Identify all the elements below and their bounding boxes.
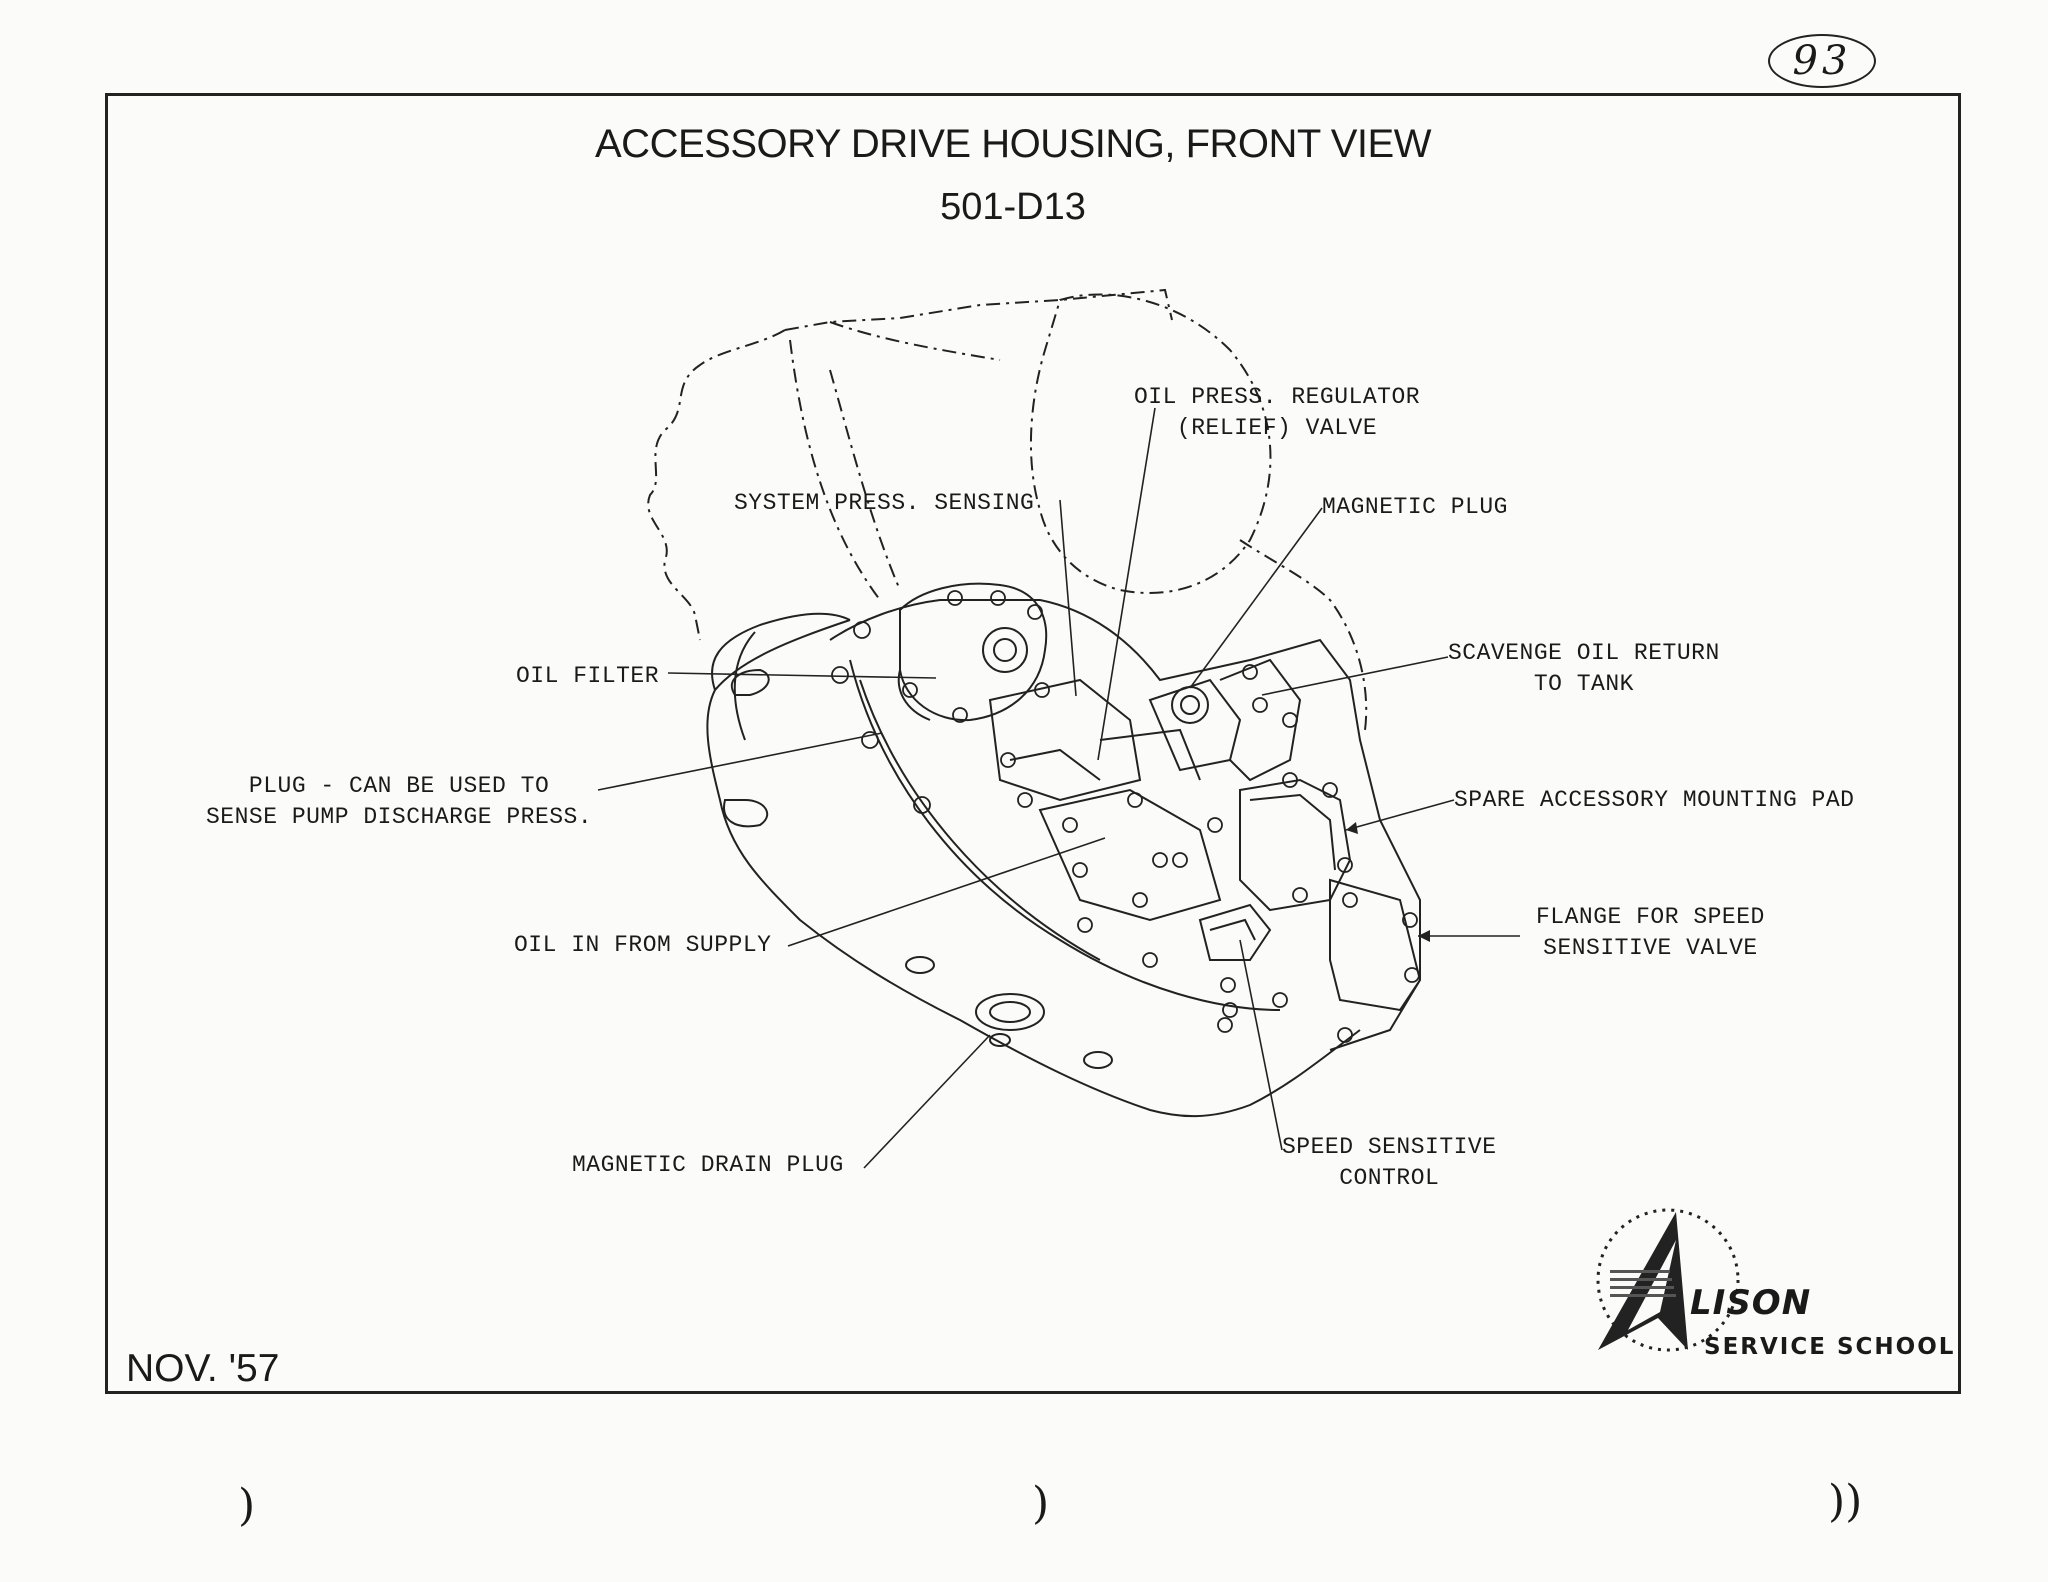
allison-logo-emblem xyxy=(1596,1208,1740,1352)
callout-system-press-sensing: SYSTEM PRESS. SENSING xyxy=(734,490,1035,516)
page-title: ACCESSORY DRIVE HOUSING, FRONT VIEW xyxy=(595,122,1431,166)
callout-magnetic-plug: MAGNETIC PLUG xyxy=(1322,494,1508,520)
callout-oil-filter: OIL FILTER xyxy=(516,663,660,689)
callout-line: FLANGE FOR SPEED xyxy=(1536,904,1765,930)
binder-mark: ) xyxy=(1032,1478,1050,1529)
binder-mark: ) xyxy=(238,1480,256,1531)
issue-date: NOV. '57 xyxy=(126,1347,280,1390)
callout-line: PLUG - CAN BE USED TO xyxy=(248,773,550,799)
callout-line: CONTROL xyxy=(1339,1165,1440,1191)
callout-speed-sensitive-control: SPEED SENSITIVE CONTROL xyxy=(1282,1132,1497,1194)
callout-oil-press-regulator: OIL PRESS. REGULATOR (RELIEF) VALVE xyxy=(1134,382,1420,444)
callout-line: (RELIEF) VALVE xyxy=(1176,415,1378,441)
callout-oil-in-from-supply: OIL IN FROM SUPPLY xyxy=(514,932,772,958)
callout-spare-accessory-pad: SPARE ACCESSORY MOUNTING PAD xyxy=(1454,787,1855,813)
callout-line: SCAVENGE OIL RETURN xyxy=(1448,640,1720,666)
callout-flange-speed-valve: FLANGE FOR SPEED SENSITIVE VALVE xyxy=(1536,902,1765,964)
drawing-frame xyxy=(105,93,1961,1394)
callout-plug-sense-pump: PLUG - CAN BE USED TO SENSE PUMP DISCHAR… xyxy=(206,771,592,833)
model-number: 501-D13 xyxy=(940,186,1086,228)
binder-mark: )) xyxy=(1828,1476,1863,1527)
logo-wordmark: LISON xyxy=(1690,1283,1812,1323)
callout-line: SENSE PUMP DISCHARGE PRESS. xyxy=(206,804,593,830)
page-number: 93 xyxy=(1768,34,1876,88)
logo-subtitle: SERVICE SCHOOL xyxy=(1704,1334,1956,1360)
callout-line: OIL PRESS. REGULATOR xyxy=(1134,384,1421,410)
callout-magnetic-drain-plug: MAGNETIC DRAIN PLUG xyxy=(572,1152,844,1178)
callout-scavenge-oil-return: SCAVENGE OIL RETURN TO TANK xyxy=(1448,638,1720,700)
callout-line: SPEED SENSITIVE xyxy=(1282,1134,1497,1160)
callout-line: TO TANK xyxy=(1533,671,1634,697)
callout-line: SENSITIVE VALVE xyxy=(1543,935,1758,961)
